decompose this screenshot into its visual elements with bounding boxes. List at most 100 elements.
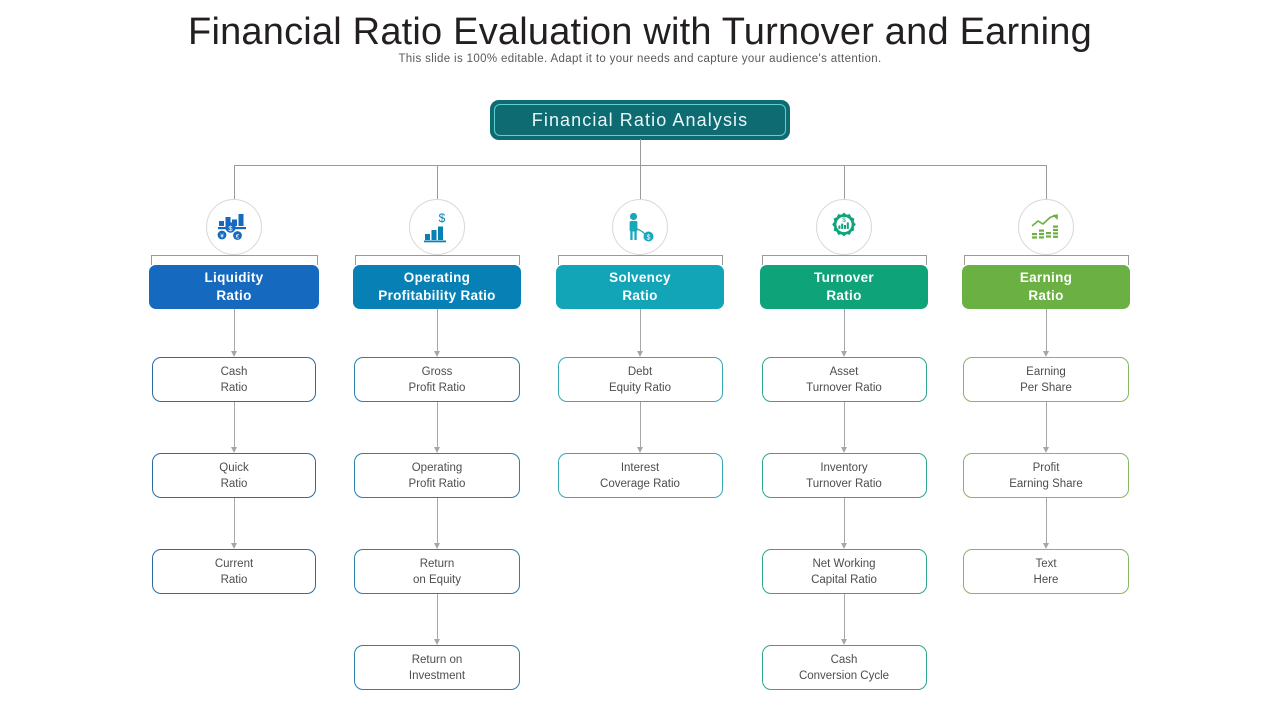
category-header-line2: Ratio <box>622 288 658 303</box>
icon-circle-solvency[interactable]: $ <box>612 199 668 255</box>
arrow-turnover-3 <box>839 594 850 645</box>
arrow-solvency-0 <box>635 309 646 357</box>
bus-drop-liquidity <box>234 165 235 199</box>
arrow-operating-profitability-0 <box>432 309 443 357</box>
category-header-line1: Liquidity <box>204 270 264 285</box>
category-header-line2: Ratio <box>216 288 252 303</box>
sub-item-line2: Ratio <box>220 477 248 490</box>
arrow-turnover-0 <box>839 309 850 357</box>
icon-circle-earning[interactable] <box>1018 199 1074 255</box>
bracket-bar-operating-profitability <box>355 255 519 256</box>
sub-item-line1: Gross <box>421 365 453 378</box>
bus-drop-earning <box>1046 165 1047 199</box>
icon-circle-turnover[interactable]: $ <box>816 199 872 255</box>
sub-item-line2: Equity Ratio <box>608 381 671 394</box>
bracket-bar-turnover <box>762 255 926 256</box>
root-node-financial-ratio-analysis[interactable]: Financial Ratio Analysis <box>491 101 789 139</box>
sub-item-line1: Text <box>1035 557 1057 570</box>
category-header-line1: Earning <box>1019 270 1073 285</box>
sub-item-line1: Cash <box>220 365 248 378</box>
arrow-earning-2 <box>1041 498 1052 549</box>
bracket-right-stem-liquidity <box>317 255 318 265</box>
sub-item-line2: Earning Share <box>1009 477 1083 490</box>
bracket-left-stem-liquidity <box>151 255 152 265</box>
sub-item-line1: Earning <box>1026 365 1066 378</box>
bracket-left-stem-earning <box>964 255 965 265</box>
root-stem <box>640 139 641 166</box>
svg-text:$: $ <box>842 217 846 224</box>
category-header-line1: Solvency <box>609 270 671 285</box>
bracket-right-stem-turnover <box>926 255 927 265</box>
sub-item-line1: Net Working <box>812 557 876 570</box>
growing-bars-dollar-icon: $ <box>422 211 452 243</box>
category-header-line2: Profitability Ratio <box>378 288 496 303</box>
arrow-liquidity-0 <box>229 309 240 357</box>
svg-text:¥: ¥ <box>220 233 224 240</box>
person-pulling-money-icon: $ <box>624 211 656 243</box>
sub-item-line2: Turnover Ratio <box>806 381 882 394</box>
sub-item-line1: Asset <box>829 365 859 378</box>
category-header-line2: Ratio <box>826 288 862 303</box>
page-title: Financial Ratio Evaluation with Turnover… <box>188 11 1092 53</box>
sub-item-line1: Debt <box>627 365 653 378</box>
svg-text:€: € <box>236 234 240 241</box>
sub-item-line1: Return <box>419 557 455 570</box>
gear-chart-icon: $ <box>828 211 860 243</box>
sub-item-line1: Current <box>214 557 254 570</box>
svg-text:$: $ <box>647 233 651 242</box>
bracket-right-stem-earning <box>1128 255 1129 265</box>
bus-drop-solvency <box>640 165 641 199</box>
sub-item-line2: Ratio <box>220 573 248 586</box>
arrow-earning-1 <box>1041 402 1052 453</box>
bracket-right-stem-operating-profitability <box>519 255 520 265</box>
root-node-label: Financial Ratio Analysis <box>531 109 749 130</box>
sub-item-line2: Here <box>1033 573 1059 586</box>
arrow-operating-profitability-1 <box>432 402 443 453</box>
arrow-liquidity-2 <box>229 498 240 549</box>
sub-item-operating-profitability-3[interactable]: Return on Investment <box>354 645 520 690</box>
sub-item-line2: Coverage Ratio <box>600 477 680 490</box>
sub-item-line1: Operating <box>411 461 463 474</box>
icon-circle-liquidity[interactable]: $¥€ <box>206 199 262 255</box>
root-node-inner-border: Financial Ratio Analysis <box>494 104 786 136</box>
sub-item-line1: Return on <box>411 653 463 666</box>
bracket-left-stem-turnover <box>762 255 763 265</box>
bracket-bar-solvency <box>558 255 722 256</box>
icon-circle-operating-profitability[interactable]: $ <box>409 199 465 255</box>
sub-item-line2: Per Share <box>1020 381 1072 394</box>
category-header-line2: Ratio <box>1028 288 1064 303</box>
arrow-turnover-2 <box>839 498 850 549</box>
sub-item-line2: on Equity <box>413 573 461 586</box>
bar-chart-coins-icon: $¥€ <box>217 212 251 242</box>
bus-drop-operating-profitability <box>437 165 438 199</box>
category-header-line1: Operating <box>403 270 471 285</box>
bracket-bar-earning <box>964 255 1128 256</box>
sub-item-line2: Investment <box>408 669 466 682</box>
arrow-turnover-1 <box>839 402 850 453</box>
arrow-operating-profitability-2 <box>432 498 443 549</box>
sub-item-line1: Cash <box>830 653 858 666</box>
arrow-liquidity-1 <box>229 402 240 453</box>
sub-item-operating-profitability-2[interactable]: Return on Equity <box>354 549 520 594</box>
sub-item-line2: Profit Ratio <box>408 477 466 490</box>
